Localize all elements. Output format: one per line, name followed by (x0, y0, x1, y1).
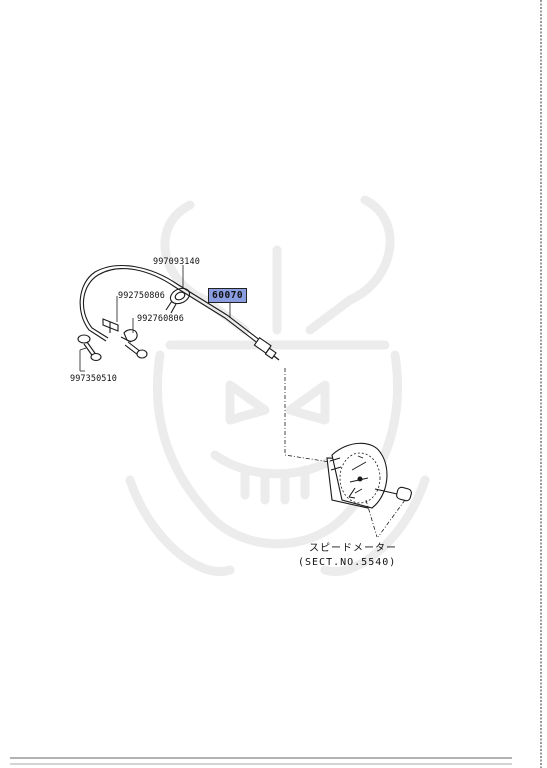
cable-end-fitting (253, 336, 280, 361)
reference-section[interactable]: (SECT.NO.5540) (298, 557, 397, 568)
clip-bolt-group (77, 318, 148, 362)
part-label-clip-upper[interactable]: 992750806 (118, 291, 165, 301)
speedometer-cable (79, 265, 271, 352)
connection-lines (284, 368, 406, 538)
part-label-clamp[interactable]: 997093140 (153, 257, 200, 267)
label-leaders (79, 265, 231, 372)
part-label-clip-lower[interactable]: 992760806 (137, 314, 184, 324)
watermark-logo (125, 195, 430, 576)
part-label-cable-highlighted[interactable]: 60070 (208, 288, 248, 303)
reference-name: スピードメーター (309, 543, 397, 554)
cable-clamp (165, 287, 191, 314)
part-label-bolt[interactable]: 997350510 (70, 374, 117, 384)
speedometer-unit (326, 442, 412, 509)
